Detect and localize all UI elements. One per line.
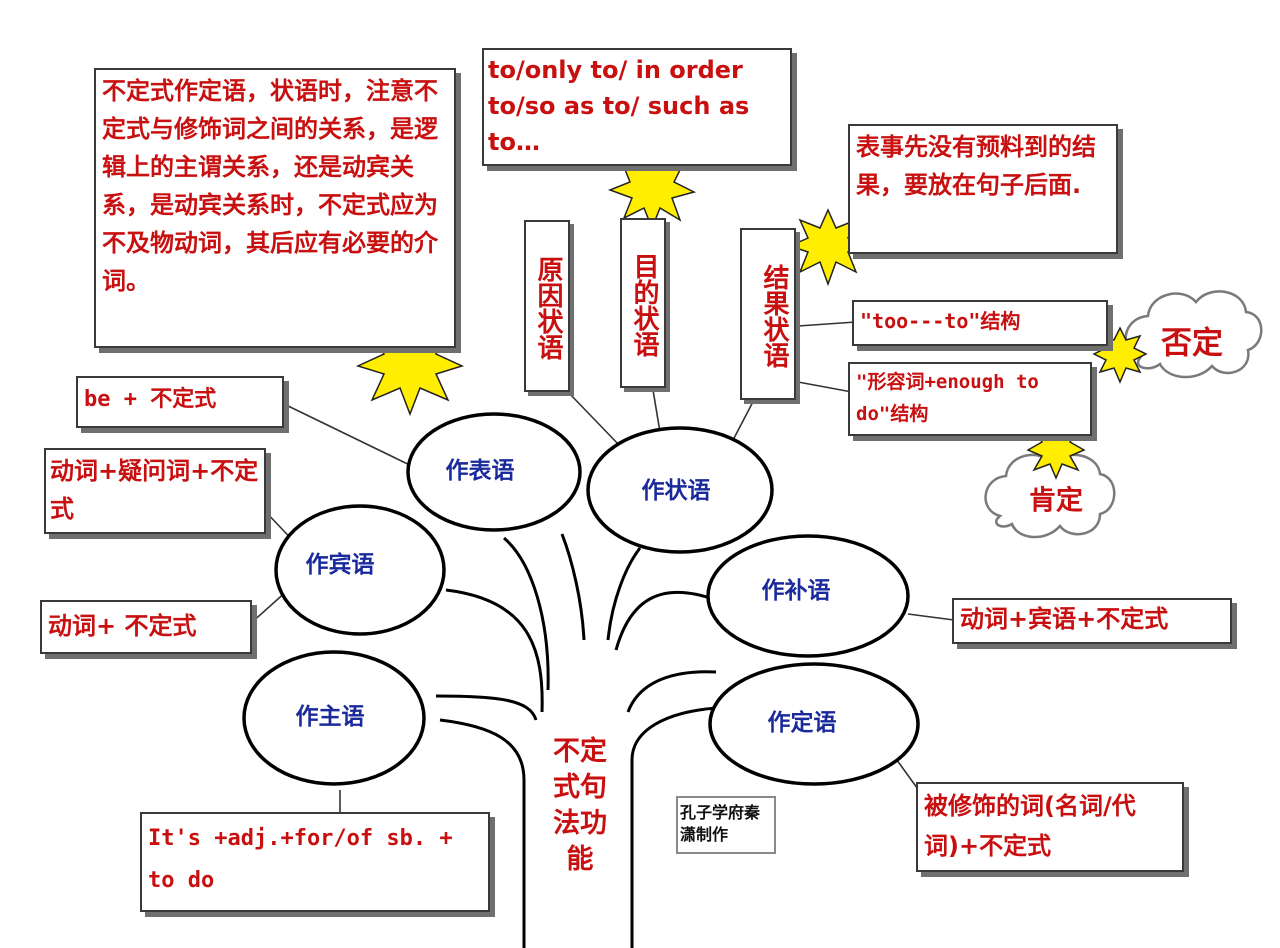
- cloud-positive: [984, 453, 1116, 539]
- result-adverbial-text: 结果状语: [759, 264, 789, 368]
- adj-enough-text: "形容词+enough to do"结构: [856, 371, 1039, 425]
- attributive-note-text: 不定式作定语，状语时，注意不定式与修饰词之间的关系，是逻辑上的主谓关系，还是动宾…: [102, 77, 438, 295]
- node-attributive-label: 作定语: [767, 710, 837, 736]
- node-ellipses: [242, 412, 920, 786]
- verb-object-infinitive-box: 动词+宾语+不定式: [952, 598, 1232, 644]
- result-note-box: 表事先没有预料到的结果，要放在句子后面.: [848, 124, 1118, 254]
- credit-box: 孔子学府秦潇制作: [676, 796, 776, 854]
- too-to-text: "too---to"结构: [860, 309, 1021, 333]
- cloud-negative-label: 否定: [1161, 325, 1223, 362]
- node-object-ellipse: [274, 504, 446, 636]
- cloud-positive-label: 肯定: [1029, 485, 1083, 517]
- trunk-center-label: 不定式句法功能: [553, 736, 607, 875]
- its-adj-box: It's +adj.+for/of sb. + to do: [140, 812, 490, 912]
- purpose-forms-box: to/only to/ in order to/so as to/ such a…: [482, 48, 792, 166]
- be-infinitive-text: be + 不定式: [84, 387, 217, 412]
- node-adverbial-label: 作状语: [641, 478, 711, 504]
- verb-question-word-text: 动词+疑问词+不定式: [50, 457, 259, 523]
- reason-adverbial-text: 原因状语: [533, 256, 563, 360]
- node-adverbial-ellipse: [586, 426, 774, 554]
- attributive-note-box: 不定式作定语，状语时，注意不定式与修饰词之间的关系，是逻辑上的主谓关系，还是动宾…: [94, 68, 456, 348]
- node-complement-ellipse: [706, 534, 910, 658]
- verb-object-infinitive-text: 动词+宾语+不定式: [960, 605, 1169, 633]
- too-to-box: "too---to"结构: [852, 300, 1108, 346]
- verb-infinitive-box: 动词+ 不定式: [40, 600, 252, 654]
- tree-trunk: [435, 533, 717, 948]
- purpose-adverbial-box: 目的状语: [620, 218, 666, 388]
- node-predicative-label: 作表语: [445, 458, 515, 484]
- purpose-forms-text: to/only to/ in order to/so as to/ such a…: [488, 56, 750, 156]
- verb-question-word-box: 动词+疑问词+不定式: [44, 448, 266, 534]
- verb-infinitive-text: 动词+ 不定式: [48, 612, 197, 640]
- modified-word-box: 被修饰的词(名词/代词)+不定式: [916, 782, 1184, 872]
- reason-adverbial-box: 原因状语: [524, 220, 570, 392]
- node-predicative-ellipse: [406, 412, 582, 532]
- node-complement-label: 作补语: [761, 578, 831, 604]
- node-subject-ellipse: [242, 650, 426, 786]
- credit-text: 孔子学府秦潇制作: [680, 803, 761, 844]
- node-subject-label: 作主语: [295, 704, 365, 730]
- purpose-adverbial-text: 目的状语: [629, 253, 659, 357]
- its-adj-text: It's +adj.+for/of sb. + to do: [148, 826, 453, 893]
- be-infinitive-box: be + 不定式: [76, 376, 284, 428]
- cloud-negative: [1124, 290, 1263, 379]
- node-attributive-ellipse: [708, 662, 920, 786]
- node-object-label: 作宾语: [305, 552, 375, 578]
- adj-enough-box: "形容词+enough to do"结构: [848, 362, 1092, 436]
- result-note-text: 表事先没有预料到的结果，要放在句子后面.: [856, 133, 1096, 199]
- modified-word-text: 被修饰的词(名词/代词)+不定式: [924, 792, 1136, 860]
- result-adverbial-box: 结果状语: [740, 228, 796, 400]
